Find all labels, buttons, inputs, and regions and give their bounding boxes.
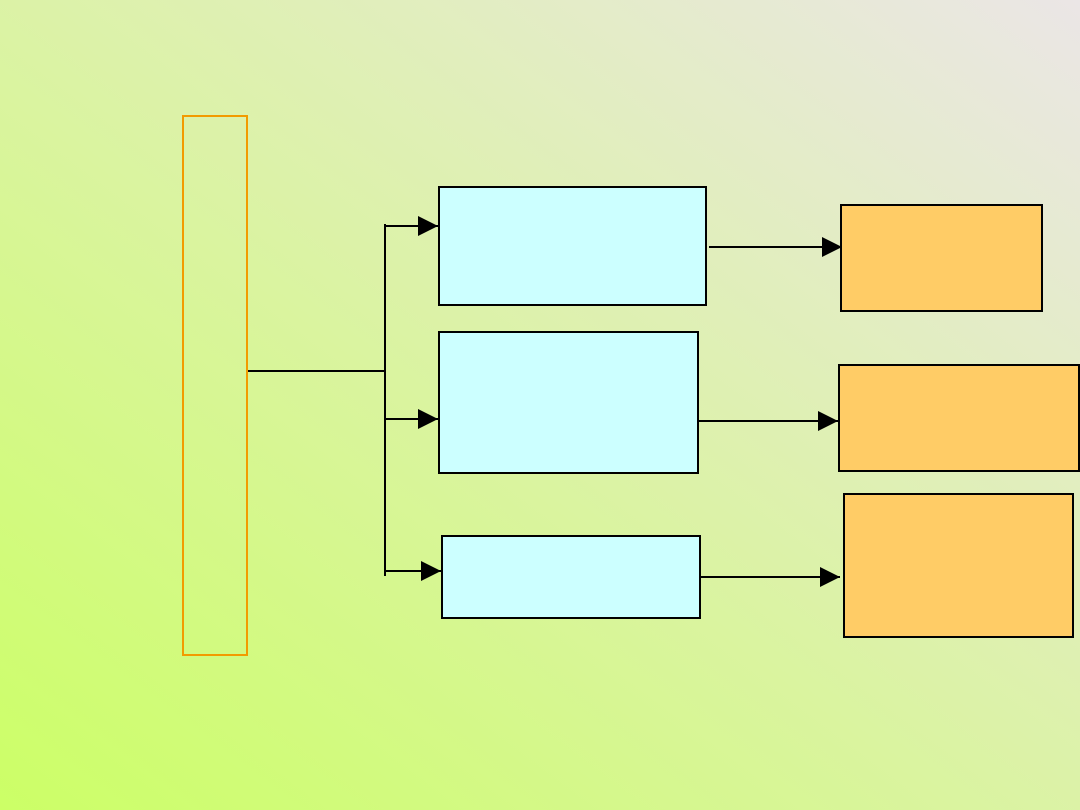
output-node-2 (838, 364, 1080, 472)
output-node-3 (843, 493, 1074, 638)
output-node-1 (840, 204, 1043, 312)
middle-node-2 (438, 331, 699, 474)
middle-node-1 (438, 186, 707, 306)
main-node (182, 115, 248, 656)
middle-node-3 (441, 535, 701, 619)
